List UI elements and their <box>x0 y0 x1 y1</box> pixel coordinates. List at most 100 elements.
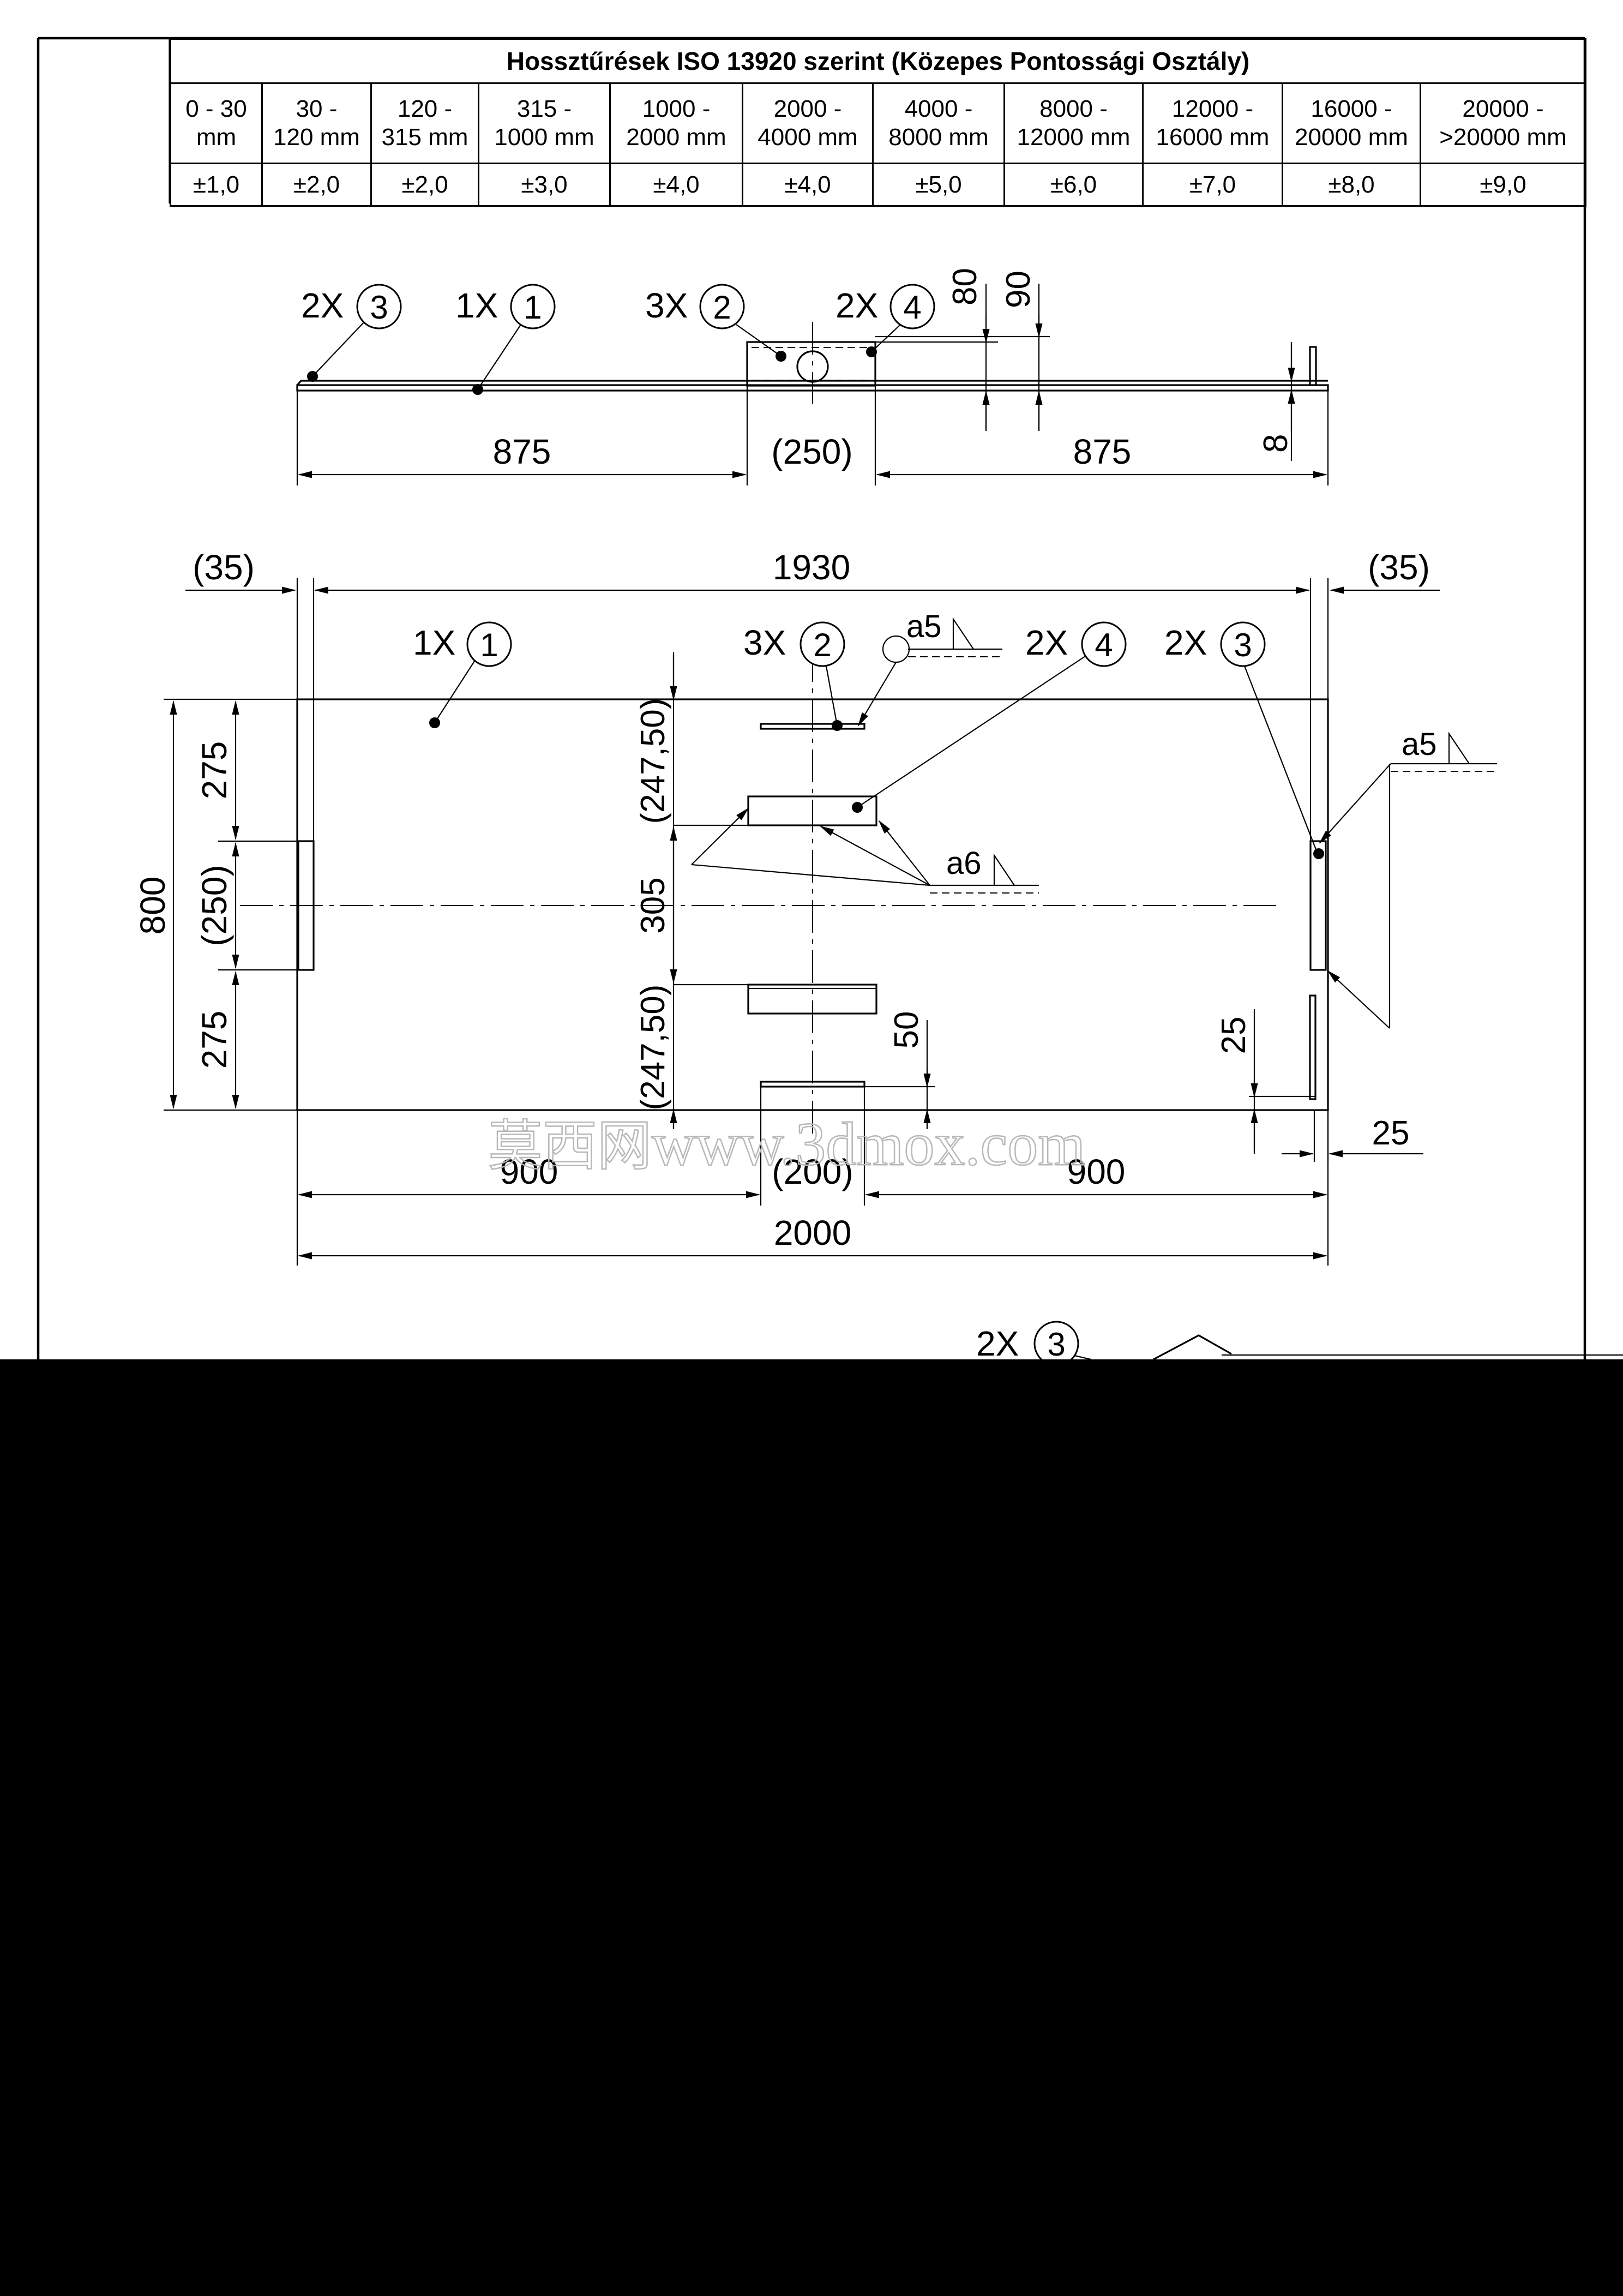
dim-label: (247,50) <box>634 985 672 1111</box>
block-lower <box>747 984 877 1015</box>
part-number: 4 <box>903 289 921 326</box>
callout-qty: 1X <box>413 623 455 662</box>
range-cell: 120 -315 mm <box>370 82 479 164</box>
dim-label: 1930 <box>773 548 850 587</box>
left-end-plate <box>297 840 315 971</box>
callout-qty: 2X <box>1164 623 1207 662</box>
tolerance-cell: ±2,0 <box>261 163 372 207</box>
callout-qty: 3X <box>743 623 786 662</box>
dim-row-top: 875 (250) 875 <box>296 386 1329 485</box>
right-end-plate <box>1309 840 1327 971</box>
range-cell: 4000 -8000 mm <box>872 82 1005 164</box>
dim-col-center: (247,50) 305 (247,50) <box>634 652 748 1129</box>
range-cell: 8000 -12000 mm <box>1003 82 1144 164</box>
dim-label: 875 <box>493 432 551 471</box>
dim-label: 800 <box>133 877 172 935</box>
dim-label: 80 <box>946 268 984 305</box>
range-cell: 16000 -20000 mm <box>1282 82 1421 164</box>
dim-row-plan-bottom: 900 (200) 900 2000 <box>296 1087 1329 1266</box>
tolerance-table: Hossztűrések ISO 13920 szerint (Közepes … <box>169 38 1587 207</box>
dim-50: 50 <box>864 1011 935 1129</box>
tolerance-cell: ±7,0 <box>1142 163 1283 207</box>
top-view: 2X 3 1X 1 3X 2 2X <box>296 268 1329 485</box>
tolerance-cell: ±6,0 <box>1003 163 1144 207</box>
range-cell: 2000 -4000 mm <box>742 82 874 164</box>
dim-90: 90 <box>875 271 1050 431</box>
dim-8: 8 <box>1257 342 1328 461</box>
part-number: 1 <box>524 289 542 326</box>
dim-label: 50 <box>888 1011 925 1049</box>
rib-bottom <box>760 1081 865 1088</box>
dim-label: 900 <box>1067 1152 1126 1191</box>
callout-qty: 2X <box>835 286 878 325</box>
tolerance-cell: ±4,0 <box>609 163 743 207</box>
dim-col-left: 800 275 (250) 275 <box>133 698 298 1111</box>
sheet-frame <box>37 37 1586 1359</box>
watermark: 莫西网 www.3dmox.com <box>488 1110 1086 1179</box>
part-bubble <box>800 621 845 667</box>
range-cell: 1000 -2000 mm <box>609 82 743 164</box>
dim-label: 25 <box>1372 1114 1410 1152</box>
weld-label: a6 <box>946 846 982 881</box>
weld-label: a5 <box>1402 727 1437 762</box>
center-block <box>746 341 876 387</box>
dim-label: 8 <box>1257 434 1295 453</box>
lower-view-outline <box>1153 1334 1232 1359</box>
part-bubble <box>356 284 402 329</box>
callout-3x-2: 3X 2 <box>645 284 786 362</box>
dim-label: (35) <box>193 548 255 587</box>
dim-label: 275 <box>195 1011 234 1069</box>
callout-1x-1: 1X 1 <box>455 284 556 395</box>
dim-label: (35) <box>1368 548 1430 587</box>
part-bubble <box>1220 621 1266 667</box>
right-small-bar <box>1309 994 1317 1100</box>
dim-label: 875 <box>1073 432 1132 471</box>
dim-25-vertical: 25 <box>1215 1009 1315 1154</box>
callout-plan-1x-1: 1X 1 <box>413 621 512 728</box>
tolerance-cell: ±2,0 <box>370 163 479 207</box>
drawing-sheet: Hossztűrések ISO 13920 szerint (Közepes … <box>0 0 1623 1359</box>
range-cell: 20000 ->20000 mm <box>1419 82 1587 164</box>
part-number: 3 <box>1047 1326 1065 1359</box>
tolerance-cell: ±1,0 <box>170 163 263 207</box>
tolerance-cell: ±4,0 <box>742 163 874 207</box>
tolerance-cell: ±9,0 <box>1419 163 1587 207</box>
part-number: 1 <box>480 627 498 663</box>
tolerance-cell: ±8,0 <box>1282 163 1421 207</box>
part-number: 3 <box>370 289 388 326</box>
range-cell: 315 -1000 mm <box>478 82 611 164</box>
callout-plan-3x-2: 3X 2 <box>743 621 845 731</box>
callout-plan-2x-3: 2X 3 <box>1164 621 1324 859</box>
callout-qty: 2X <box>301 286 344 325</box>
watermark-cjk: 莫西网 <box>488 1114 652 1178</box>
dim-label: 305 <box>634 877 672 933</box>
dim-label: 2000 <box>774 1213 851 1252</box>
callout-qty: 1X <box>455 286 498 325</box>
tolerance-value-row: ±1,0 ±2,0 ±2,0 ±3,0 ±4,0 ±4,0 ±5,0 ±6,0 … <box>170 163 1587 207</box>
part-number: 2 <box>813 627 831 663</box>
lower-view: 2X 3 <box>976 1321 1623 1359</box>
part-bubble <box>510 284 556 329</box>
part-bubble <box>699 284 745 329</box>
dim-label: (250) <box>771 432 852 471</box>
dim-label: (247,50) <box>634 698 672 824</box>
tolerance-cell: ±5,0 <box>872 163 1005 207</box>
dim-label: (250) <box>195 865 234 946</box>
range-cell: 12000 -16000 mm <box>1142 82 1283 164</box>
dim-80: 80 <box>875 268 998 431</box>
technical-drawing: 2X 3 1X 1 3X 2 2X <box>37 37 1623 1359</box>
weld-symbol-a5-top: a5 <box>857 609 1002 727</box>
part-number: 4 <box>1095 627 1113 663</box>
tolerance-table-title: Hossztűrések ISO 13920 szerint (Közepes … <box>169 38 1587 84</box>
part-bubble <box>466 621 512 667</box>
callout-plan-2x-4: 2X 4 <box>852 621 1127 813</box>
callout-2x-3: 2X 3 <box>301 284 402 382</box>
dim-label: 25 <box>1215 1017 1253 1054</box>
part-bubble <box>1081 621 1127 667</box>
dim-25-horizontal: 25 <box>1282 1110 1423 1162</box>
dim-label: 900 <box>500 1152 558 1191</box>
range-cell: 30 -120 mm <box>261 82 372 164</box>
part-number: 2 <box>713 289 731 326</box>
